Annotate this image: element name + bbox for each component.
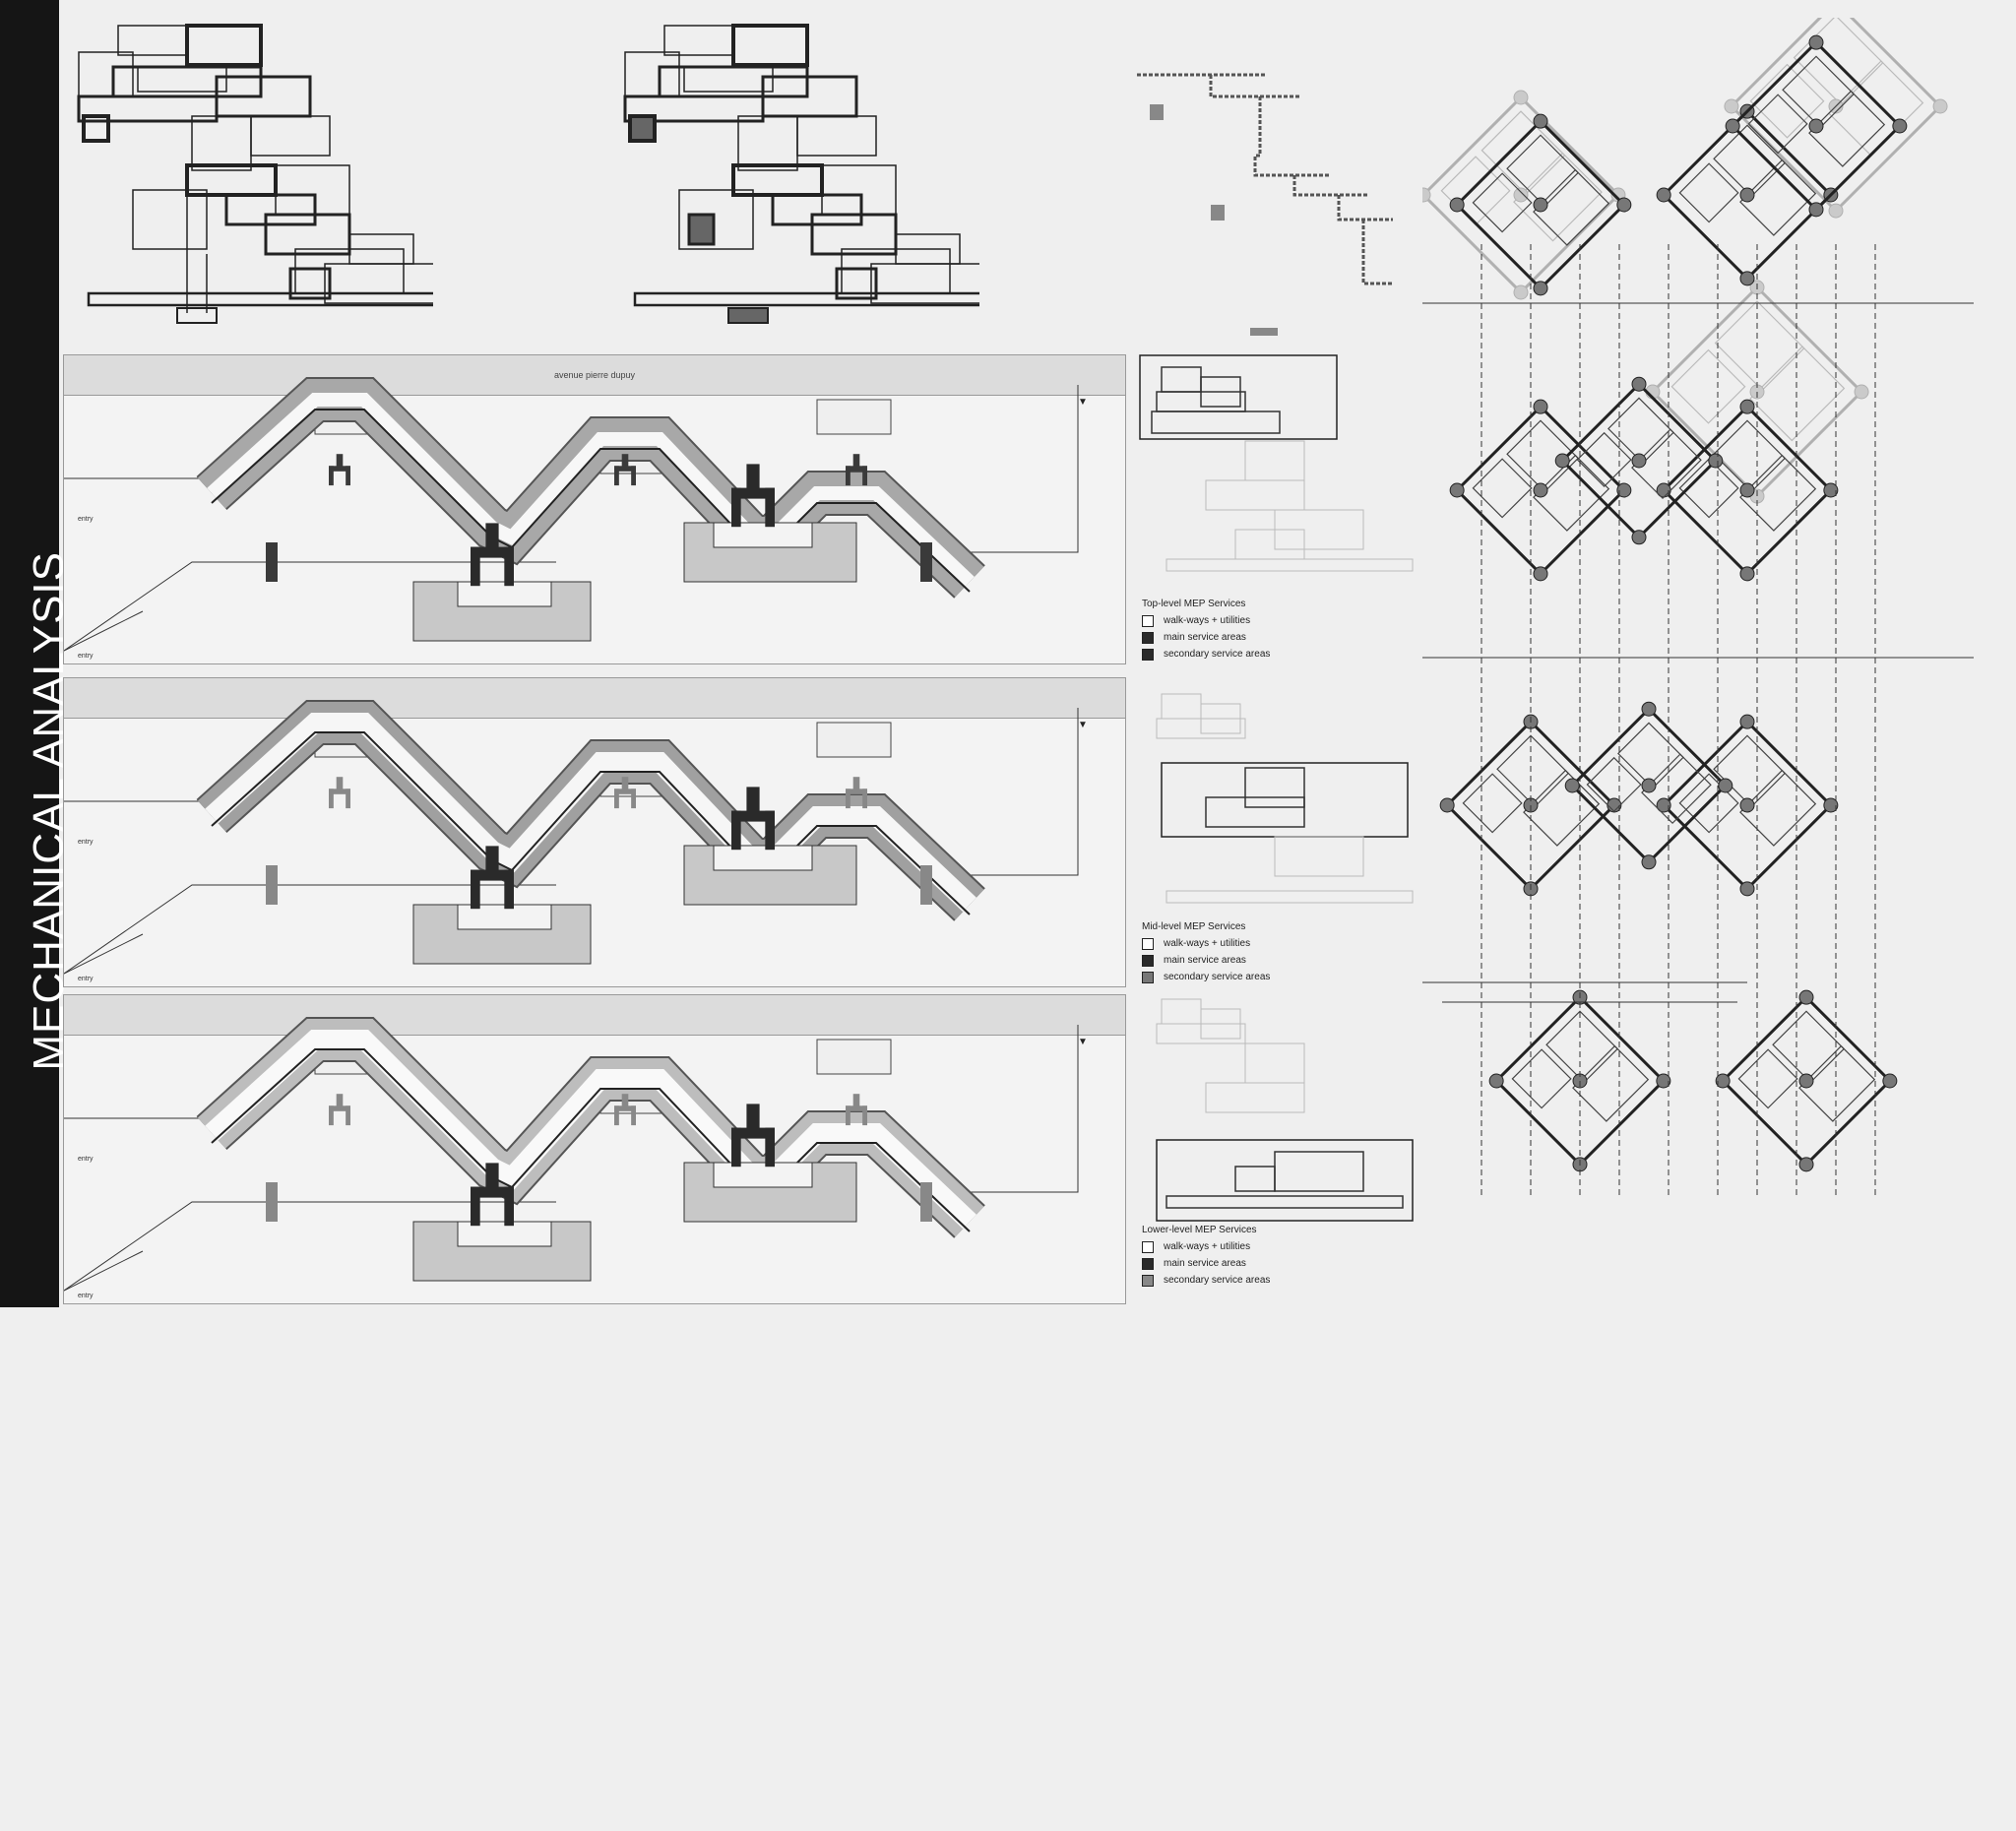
legend-title: Mid-level MEP Services — [1142, 921, 1246, 932]
entry-label: entry — [78, 1156, 94, 1163]
legend-lower-level: Lower-level MEP Services walk-ways + uti… — [1142, 1225, 1270, 1289]
section-drawing-1 — [77, 24, 433, 324]
entry-label: entry — [78, 839, 94, 846]
plan-drawing-mid: ▼ — [64, 700, 1088, 975]
legend-item: walk-ways + utilities — [1164, 1241, 1251, 1252]
mini-section-mid — [1156, 693, 1414, 904]
svg-text:▼: ▼ — [1078, 720, 1088, 730]
legend-top-level: Top-level MEP Services walk-ways + utili… — [1142, 599, 1270, 663]
svg-text:▼: ▼ — [1078, 1037, 1088, 1047]
legend-item: secondary service areas — [1164, 649, 1271, 660]
legend-item: main service areas — [1164, 1258, 1246, 1269]
legend-item: main service areas — [1164, 632, 1246, 643]
legend-item: walk-ways + utilities — [1164, 615, 1251, 626]
entry-label: entry — [78, 516, 94, 523]
legend-item: secondary service areas — [1164, 972, 1271, 982]
exploded-axonometric-plans — [1422, 18, 1974, 1199]
legend-item: walk-ways + utilities — [1164, 938, 1251, 949]
riser-diagram — [1137, 73, 1393, 336]
entry-label: entry — [78, 976, 94, 982]
legend-mid-level: Mid-level MEP Services walk-ways + utili… — [1142, 921, 1270, 985]
svg-text:▼: ▼ — [1078, 397, 1088, 408]
entry-label: entry — [78, 1293, 94, 1299]
section-drawing-2 — [623, 24, 979, 324]
legend-item: main service areas — [1164, 955, 1246, 966]
mini-section-top — [1139, 354, 1414, 572]
sidebar: MECHANICAL ANALYSIS — [0, 0, 73, 1307]
plan-panel-low: entry entry ▼ — [63, 994, 1126, 1304]
panel-header — [64, 995, 1125, 1036]
entry-label: entry — [78, 653, 94, 660]
mini-section-low — [1156, 998, 1414, 1222]
plan-drawing-top: ▼ — [64, 377, 1088, 652]
legend-title: Lower-level MEP Services — [1142, 1225, 1257, 1235]
panel-header — [64, 678, 1125, 719]
street-label: avenue pierre dupuy — [64, 355, 1125, 396]
plan-panel-top: avenue pierre dupuy entry entry ▼ — [63, 354, 1126, 664]
plan-drawing-low: ▼ — [64, 1017, 1088, 1292]
legend-item: secondary service areas — [1164, 1275, 1271, 1286]
legend-title: Top-level MEP Services — [1142, 599, 1246, 609]
plan-panel-mid: entry entry ▼ — [63, 677, 1126, 987]
